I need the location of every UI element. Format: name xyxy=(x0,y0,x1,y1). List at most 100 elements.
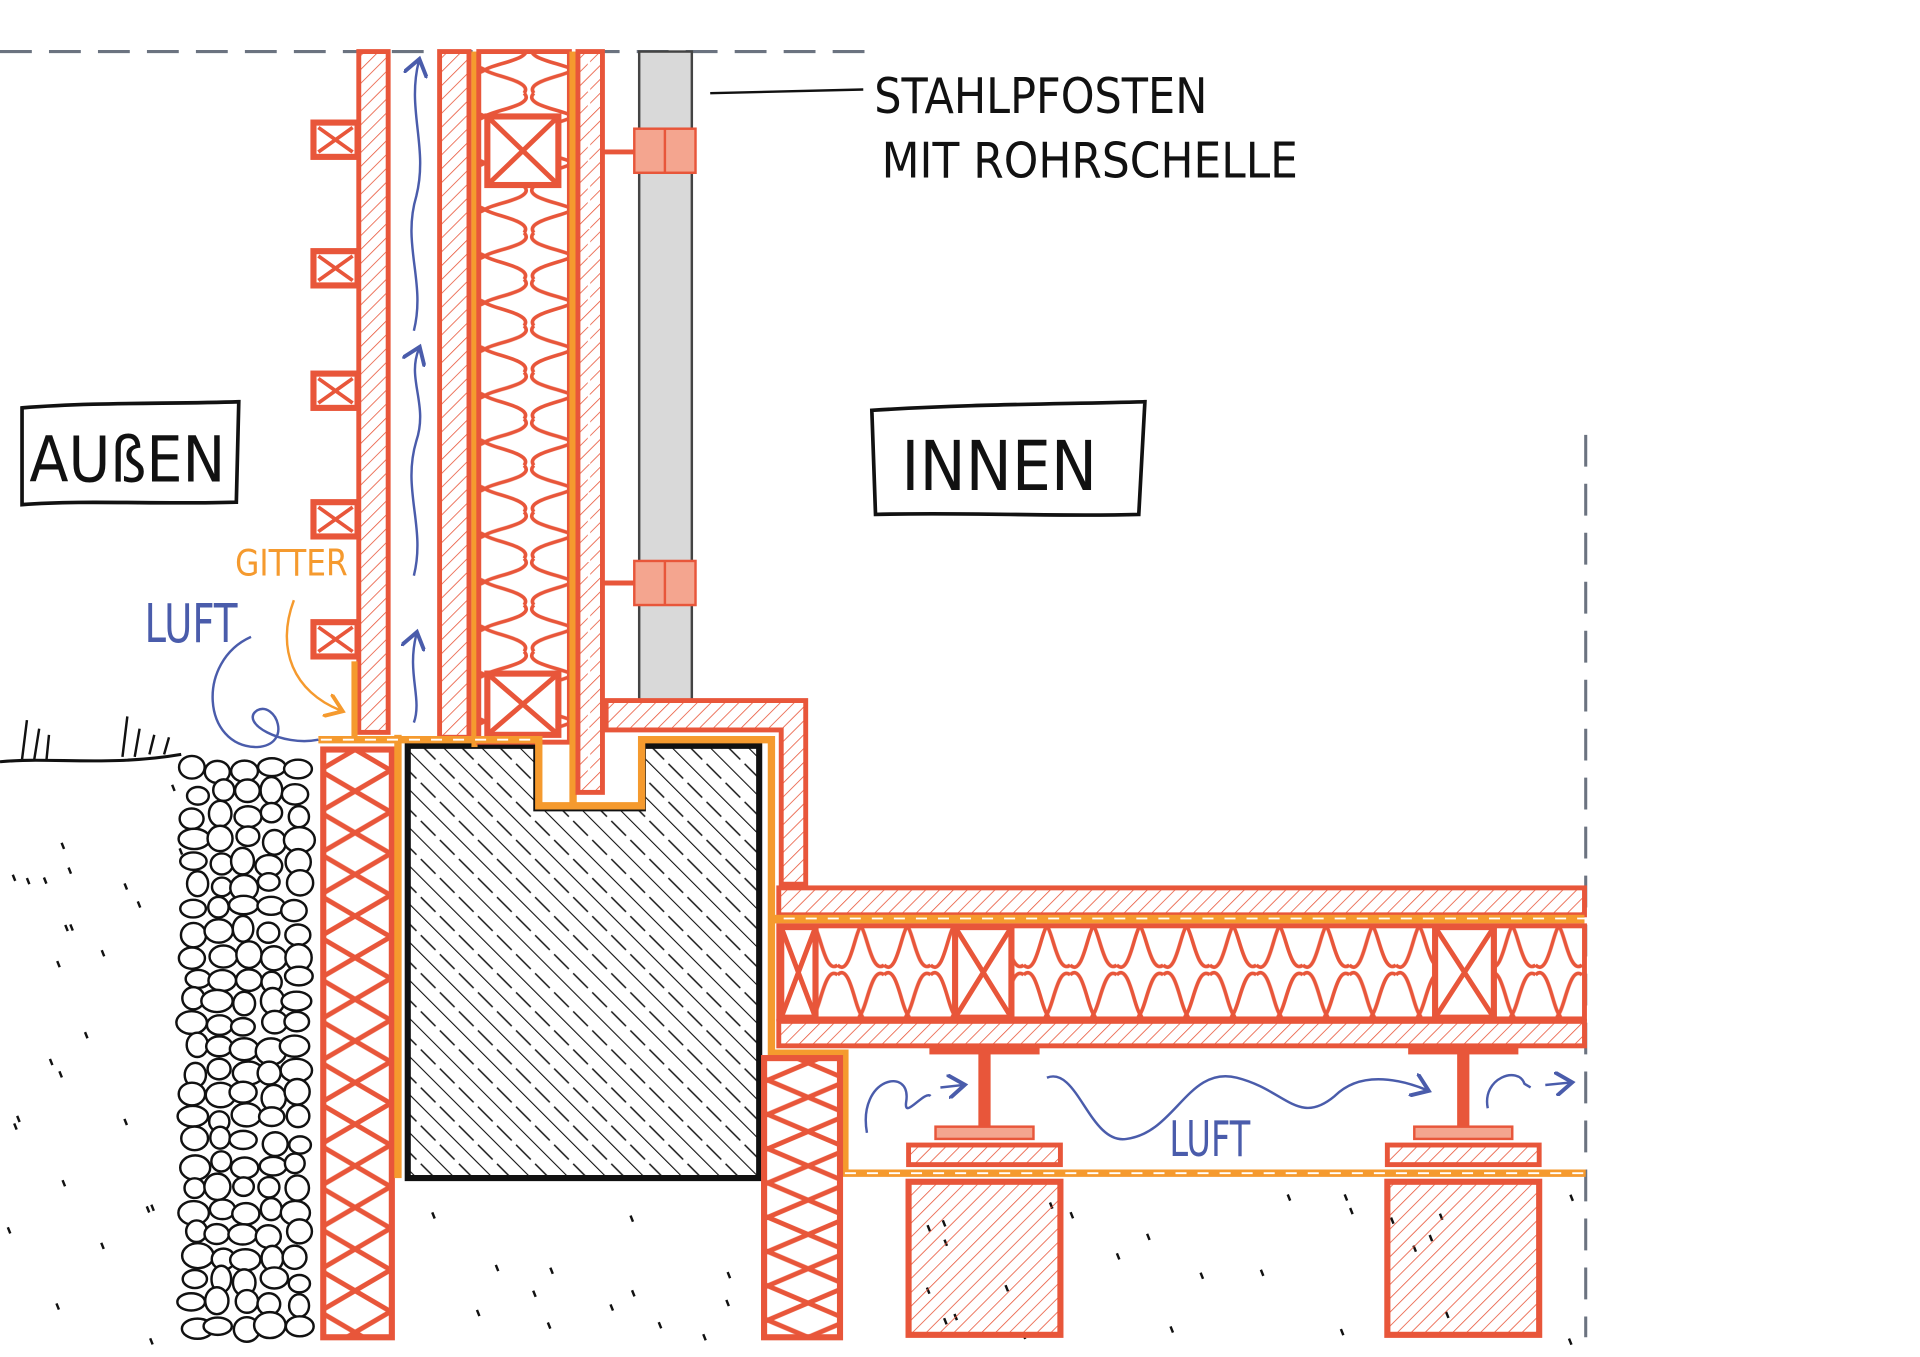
soil-mark xyxy=(726,1271,732,1279)
gravel-stone xyxy=(279,898,308,923)
gravel-stone xyxy=(285,1103,311,1129)
soil-mark xyxy=(1569,1194,1575,1202)
soil-mark xyxy=(11,874,17,882)
label-inside: INNEN xyxy=(901,427,1097,507)
gravel-stone xyxy=(285,868,315,897)
gravel-stone xyxy=(207,895,230,919)
gravel-stone xyxy=(284,923,312,947)
floor-joist xyxy=(778,924,819,1021)
gravel-stone xyxy=(283,965,314,987)
label-outside: AUßEN xyxy=(29,423,225,497)
gravel-stone xyxy=(258,1155,288,1177)
batten xyxy=(310,619,361,660)
gravel-stone xyxy=(175,1009,209,1036)
floor-bottom-board xyxy=(776,1018,1587,1049)
gravel-stone xyxy=(178,1154,212,1182)
gravel-stone xyxy=(228,1247,262,1272)
gravel-stone xyxy=(234,968,264,993)
floor-joist xyxy=(952,924,1015,1021)
gravel-stone xyxy=(204,1035,234,1058)
soil-mark xyxy=(630,1289,636,1297)
membrane-dash xyxy=(320,738,1586,1175)
gravel-stone xyxy=(280,990,313,1012)
label-air-wall: LUFT xyxy=(144,592,238,655)
wind-barrier xyxy=(471,51,478,748)
soil-mark xyxy=(1286,1194,1292,1202)
pipe-clamp-bottom xyxy=(602,559,697,607)
gravel-stone xyxy=(261,1131,289,1158)
concrete-foundation-beam xyxy=(404,742,763,1182)
gravel-stone xyxy=(203,1172,232,1202)
soil-mark xyxy=(145,1205,151,1213)
gravel-stone xyxy=(280,782,310,806)
label-air-floor: LUFT xyxy=(1169,1111,1251,1168)
gravel-stone xyxy=(227,894,260,916)
gravel-stone xyxy=(177,1081,207,1107)
gravel-stone xyxy=(234,1288,260,1314)
air-flow-floor xyxy=(864,1075,1570,1141)
gravel-stone xyxy=(259,945,289,972)
batten xyxy=(310,370,361,411)
soil-mark xyxy=(13,1123,18,1131)
sill-membrane xyxy=(318,736,1586,1177)
gravel-stone xyxy=(211,778,236,803)
soil-mark xyxy=(61,1179,67,1187)
soil-mark xyxy=(702,1333,707,1341)
gravel-stone xyxy=(228,1080,258,1104)
soil-mark xyxy=(546,1322,552,1330)
gravel-stone xyxy=(259,1266,290,1290)
batten xyxy=(310,119,361,160)
gravel-stone xyxy=(205,1014,234,1037)
gravel-stone xyxy=(209,1125,232,1150)
gravel-stone xyxy=(278,1034,311,1058)
gravel-stone xyxy=(232,1176,256,1198)
soil-mark xyxy=(83,1031,89,1039)
gravel-stone xyxy=(177,827,212,851)
gravel-stone xyxy=(178,851,208,872)
gravel-stone xyxy=(200,988,234,1014)
adjustable-support xyxy=(905,1047,1064,1338)
cladding-board xyxy=(356,49,391,735)
gravel-stone xyxy=(185,785,211,806)
gravel-stone xyxy=(283,1077,311,1106)
gravel-stone xyxy=(181,1268,209,1290)
soil-mark xyxy=(725,1299,730,1307)
soil-mark xyxy=(431,1211,436,1219)
gravel-stone xyxy=(259,775,284,806)
wall-stud-top xyxy=(484,113,562,189)
gravel-stone xyxy=(259,801,284,824)
batten xyxy=(310,499,361,540)
gravel-stone xyxy=(229,1016,256,1037)
gravel-stone xyxy=(259,1196,283,1222)
gravel-stone xyxy=(203,918,235,944)
gravel-stone xyxy=(180,1241,215,1270)
point-foundation xyxy=(1384,1178,1543,1338)
grille-arrow xyxy=(285,599,341,710)
gravel-stone xyxy=(229,846,256,876)
soil-mark xyxy=(1069,1211,1075,1219)
gravel-stone xyxy=(235,940,263,970)
soil-mark xyxy=(1259,1269,1265,1277)
gravel-stone xyxy=(206,1057,232,1081)
soil-mark xyxy=(1169,1325,1175,1334)
soil-mark xyxy=(178,847,184,855)
gravel-stone xyxy=(233,805,263,829)
soil-mark xyxy=(1199,1272,1205,1280)
gravel-stone xyxy=(228,1037,260,1062)
gravel-stone xyxy=(231,1201,261,1226)
soil-mark xyxy=(100,949,106,957)
gravel-stone xyxy=(288,1135,313,1155)
gravel-stone xyxy=(183,1177,207,1200)
inner-membrane xyxy=(569,51,577,805)
soil-mark xyxy=(629,1215,635,1223)
gravel-stone xyxy=(283,1152,306,1175)
gravel-stone xyxy=(229,1156,260,1180)
wall-battens xyxy=(310,119,361,660)
gravel-fill xyxy=(175,754,317,1343)
gravel-stone xyxy=(261,828,288,856)
soil-mark xyxy=(123,882,129,890)
soil-mark xyxy=(1567,1338,1573,1346)
soil-mark xyxy=(64,924,69,932)
gravel-stone xyxy=(177,946,207,971)
